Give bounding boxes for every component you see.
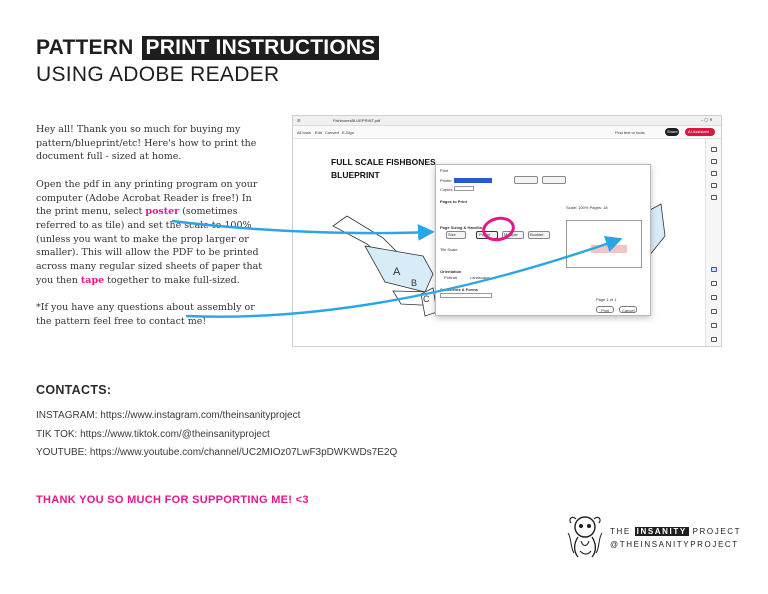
print-preview bbox=[566, 220, 642, 268]
orientation-label: Orientation bbox=[440, 269, 462, 274]
page-subtitle: USING ADOBE READER bbox=[36, 63, 280, 86]
toolbar-icon bbox=[711, 281, 717, 286]
multiple-label: Multiple bbox=[504, 232, 518, 237]
cancel-button: Cancel bbox=[619, 306, 637, 313]
sizing-label: Page Sizing & Handling bbox=[440, 225, 485, 230]
size-button bbox=[446, 231, 466, 239]
toolbar-icon bbox=[711, 159, 717, 164]
cursor-tool-icon bbox=[711, 267, 717, 272]
steps-paragraph: Open the pdf in any printing program on … bbox=[36, 178, 268, 288]
acrobat-menu-bar: All tools Edit Convert E-Sign Find text … bbox=[293, 126, 721, 139]
toolbar-icon bbox=[711, 295, 717, 300]
size-label: Size bbox=[448, 232, 456, 237]
portrait-label: Portrait bbox=[444, 275, 457, 280]
brand-text: THE INSANITY PROJECT @THEINSANITYPROJECT bbox=[610, 525, 741, 551]
toolbar-icon bbox=[711, 147, 717, 152]
toolbar-icon bbox=[711, 171, 717, 176]
poster-button bbox=[476, 231, 498, 239]
toolbar-icon bbox=[711, 323, 717, 328]
intro-paragraph: Hey all! Thank you so much for buying my… bbox=[36, 124, 257, 163]
blueprint-title-line2: BLUEPRINT bbox=[331, 170, 380, 180]
thank-you-message: THANK YOU SO MUCH FOR SUPPORTING ME! <3 bbox=[36, 494, 309, 506]
steps-text-a: Open the pdf in any printing program on … bbox=[36, 178, 258, 218]
questions-paragraph: *If you have any questions about assembl… bbox=[36, 302, 255, 327]
poster-highlight-circle bbox=[479, 213, 518, 245]
cancel-label: Cancel bbox=[622, 308, 635, 313]
pages-label: Pages to Print bbox=[440, 199, 467, 204]
menu-item-convert: Convert bbox=[325, 130, 340, 135]
properties-button bbox=[514, 176, 538, 184]
dialog-title: Print bbox=[440, 168, 449, 173]
share-label: Share bbox=[667, 129, 678, 134]
menu-item-edit: Edit bbox=[315, 130, 322, 135]
part-label-b: B bbox=[411, 278, 418, 288]
menu-item-esign: E-Sign bbox=[342, 130, 355, 135]
brand-handle: @THEINSANITYPROJECT bbox=[610, 540, 739, 549]
comments-label: Comments & Forms bbox=[440, 287, 479, 292]
title-bold: PATTERN bbox=[36, 36, 134, 59]
preview-red-area bbox=[591, 245, 627, 253]
blueprint-title: FULL SCALE FISHBONES BLUEPRINT bbox=[331, 156, 436, 182]
brand-highlight: INSANITY bbox=[634, 527, 689, 536]
page-counter: Page 1 of 1 bbox=[596, 297, 617, 302]
blueprint-title-line1: FULL SCALE FISHBONES bbox=[331, 157, 436, 167]
brand-name: THE INSANITY PROJECT bbox=[610, 525, 741, 538]
page-title: PATTERN PRINT INSTRUCTIONS bbox=[36, 36, 380, 60]
acrobat-tab-label: FishbonesBLUEPRINT.pdf bbox=[333, 118, 381, 123]
youtube-contact[interactable]: YOUTUBE: https://www.youtube.com/channel… bbox=[36, 447, 398, 458]
tape-keyword: tape bbox=[80, 274, 105, 286]
advanced-button bbox=[542, 176, 566, 184]
brand-post: PROJECT bbox=[692, 527, 742, 536]
acrobat-right-toolbar bbox=[705, 139, 721, 346]
toolbar-icon bbox=[711, 337, 717, 342]
menu-icon: ☰ bbox=[297, 118, 301, 123]
comments-select bbox=[440, 293, 492, 298]
booklet-label: Booklet bbox=[530, 232, 544, 237]
poster-keyword: poster bbox=[145, 206, 180, 218]
print-button: Print bbox=[596, 306, 614, 313]
brand-logo-icon bbox=[567, 516, 603, 558]
print-label: Print bbox=[601, 308, 610, 313]
booklet-button bbox=[528, 231, 550, 239]
part-label-c: C bbox=[423, 294, 430, 304]
print-dialog: Print Printer Copies Pages to Print Page… bbox=[435, 164, 651, 316]
instructions-text: Hey all! Thank you so much for buying my… bbox=[36, 123, 268, 342]
printer-label: Printer bbox=[440, 178, 452, 183]
toolbar-icon bbox=[711, 183, 717, 188]
preview-scale-label: Scale: 100% Pages: 18 bbox=[566, 205, 608, 210]
tile-scale-label: Tile Scale bbox=[440, 247, 458, 252]
ai-assistant-button: AI Assistant bbox=[685, 128, 715, 136]
part-label-a: A bbox=[393, 266, 401, 278]
poster-label: Poster bbox=[479, 232, 491, 237]
contacts-heading: CONTACTS: bbox=[36, 383, 112, 397]
find-label: Find text or tools bbox=[615, 130, 645, 135]
ai-label: AI Assistant bbox=[688, 129, 709, 134]
steps-text-c: together to make full-sized. bbox=[104, 274, 240, 286]
printer-select bbox=[454, 178, 492, 183]
landscape-label: Landscape bbox=[470, 275, 490, 280]
steps-text-b: (sometimes referred to as tile) and set … bbox=[36, 206, 263, 286]
acrobat-screenshot: ☰ FishbonesBLUEPRINT.pdf – ▢ ✕ All tools… bbox=[292, 115, 722, 347]
menu-item-all-tools: All tools bbox=[297, 130, 312, 135]
copies-field bbox=[454, 186, 474, 191]
tiktok-contact[interactable]: TIK TOK: https://www.tiktok.com/@theinsa… bbox=[36, 429, 270, 440]
copies-label: Copies bbox=[440, 187, 453, 192]
title-highlight: PRINT INSTRUCTIONS bbox=[141, 36, 380, 60]
multiple-button bbox=[502, 231, 524, 239]
instagram-contact[interactable]: INSTAGRAM: https://www.instagram.com/the… bbox=[36, 410, 301, 421]
toolbar-icon bbox=[711, 195, 717, 200]
toolbar-icon bbox=[711, 309, 717, 314]
share-button: Share bbox=[665, 128, 679, 136]
brand-pre: THE bbox=[610, 527, 631, 536]
acrobat-tab-bar: ☰ FishbonesBLUEPRINT.pdf – ▢ ✕ bbox=[293, 116, 721, 126]
window-controls-icon: – ▢ ✕ bbox=[701, 117, 713, 122]
